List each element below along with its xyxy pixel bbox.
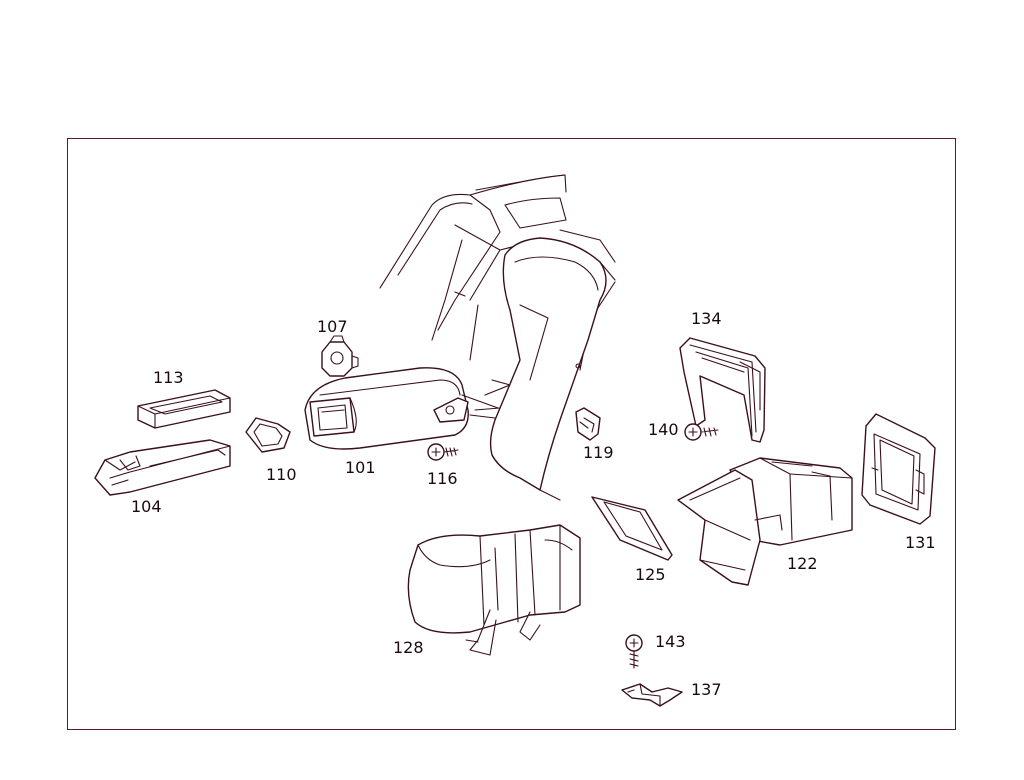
rear-seat-backrest — [379, 174, 616, 501]
label-104: 104 — [131, 497, 162, 516]
part-107-clip — [321, 335, 359, 377]
label-140: 140 — [648, 420, 679, 439]
part-116-screw — [427, 443, 459, 461]
diagram-frame — [67, 138, 956, 730]
part-140-screw — [684, 423, 719, 441]
label-119: 119 — [583, 443, 614, 462]
part-125-plate — [591, 496, 673, 561]
part-122-housing — [677, 457, 853, 586]
label-125: 125 — [635, 565, 666, 584]
part-128-insert — [407, 524, 581, 656]
part-113-cover — [137, 389, 231, 429]
part-104-tray — [94, 439, 231, 496]
label-110: 110 — [266, 465, 297, 484]
label-128: 128 — [393, 638, 424, 657]
part-131-frame — [861, 413, 936, 525]
part-101-armrest — [304, 367, 499, 450]
label-137: 137 — [691, 680, 722, 699]
label-134: 134 — [691, 309, 722, 328]
part-143-screw — [625, 634, 643, 669]
label-131: 131 — [905, 533, 936, 552]
label-122: 122 — [787, 554, 818, 573]
label-107: 107 — [317, 317, 348, 336]
part-137-bracket — [621, 683, 683, 707]
label-116: 116 — [427, 469, 458, 488]
label-101: 101 — [345, 458, 376, 477]
part-110-frame — [245, 417, 291, 453]
part-119-clip — [575, 407, 601, 441]
label-113: 113 — [153, 368, 184, 387]
label-143: 143 — [655, 632, 686, 651]
